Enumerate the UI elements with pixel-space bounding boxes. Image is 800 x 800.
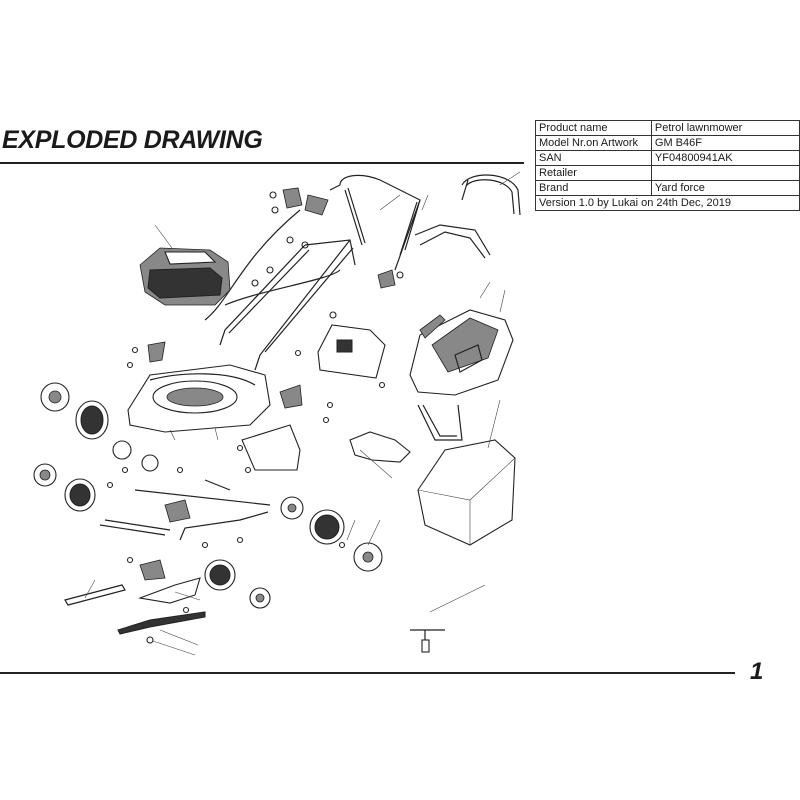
grass-box-bag	[417, 439, 516, 546]
table-cell-label: Product name	[535, 120, 652, 136]
handle-upper	[329, 174, 421, 271]
table-cell-label: Retailer	[535, 165, 652, 181]
engine	[139, 224, 231, 306]
table-cell-value: YF04800941AK	[650, 150, 800, 166]
table-row: Brand Yard force	[535, 180, 800, 196]
rear-axle	[134, 489, 271, 541]
table-row: Retailer	[535, 165, 800, 181]
control-lever	[251, 187, 329, 287]
table-row: Model Nr.on Artwork GM B46F	[535, 135, 800, 151]
version-cell: Version 1.0 by Lukai on 24th Dec, 2019	[535, 195, 800, 211]
front-wheel	[33, 382, 132, 512]
height-adjuster	[99, 479, 231, 536]
side-discharge-chute	[241, 424, 301, 471]
handle-lower	[219, 239, 356, 371]
hubcap	[141, 454, 159, 472]
grass-box-frame	[417, 404, 463, 441]
title-rule	[0, 162, 524, 164]
table-cell-value: Petrol lawnmower	[650, 120, 800, 136]
table-cell-value: Yard force	[650, 180, 800, 196]
grass-box-handle	[461, 174, 521, 216]
footer-rule	[0, 672, 735, 674]
page-title: EXPLODED DRAWING	[2, 126, 263, 154]
fasteners	[106, 341, 386, 614]
throttle-cable	[204, 209, 301, 321]
table-row: SAN YF04800941AK	[535, 150, 800, 166]
rear-wheel	[204, 496, 383, 609]
table-row: Version 1.0 by Lukai on 24th Dec, 2019	[535, 195, 800, 211]
drive-belt	[64, 584, 126, 606]
leader-lines	[84, 171, 521, 646]
table-row: Product name Petrol lawnmower	[535, 120, 800, 136]
page-number: 1	[750, 658, 764, 685]
mower-deck	[127, 364, 271, 441]
table-cell-value: GM B46F	[650, 135, 800, 151]
mulch-plug	[349, 431, 411, 463]
table-cell-label: Brand	[535, 180, 652, 196]
table-cell-value	[650, 165, 800, 181]
blade-adapter	[137, 577, 201, 604]
table-cell-label: SAN	[535, 150, 652, 166]
exploded-drawing	[33, 171, 521, 656]
blade	[117, 611, 206, 635]
product-info-table: Product name Petrol lawnmower Model Nr.o…	[535, 120, 800, 211]
table-cell-label: Model Nr.on Artwork	[535, 135, 652, 151]
